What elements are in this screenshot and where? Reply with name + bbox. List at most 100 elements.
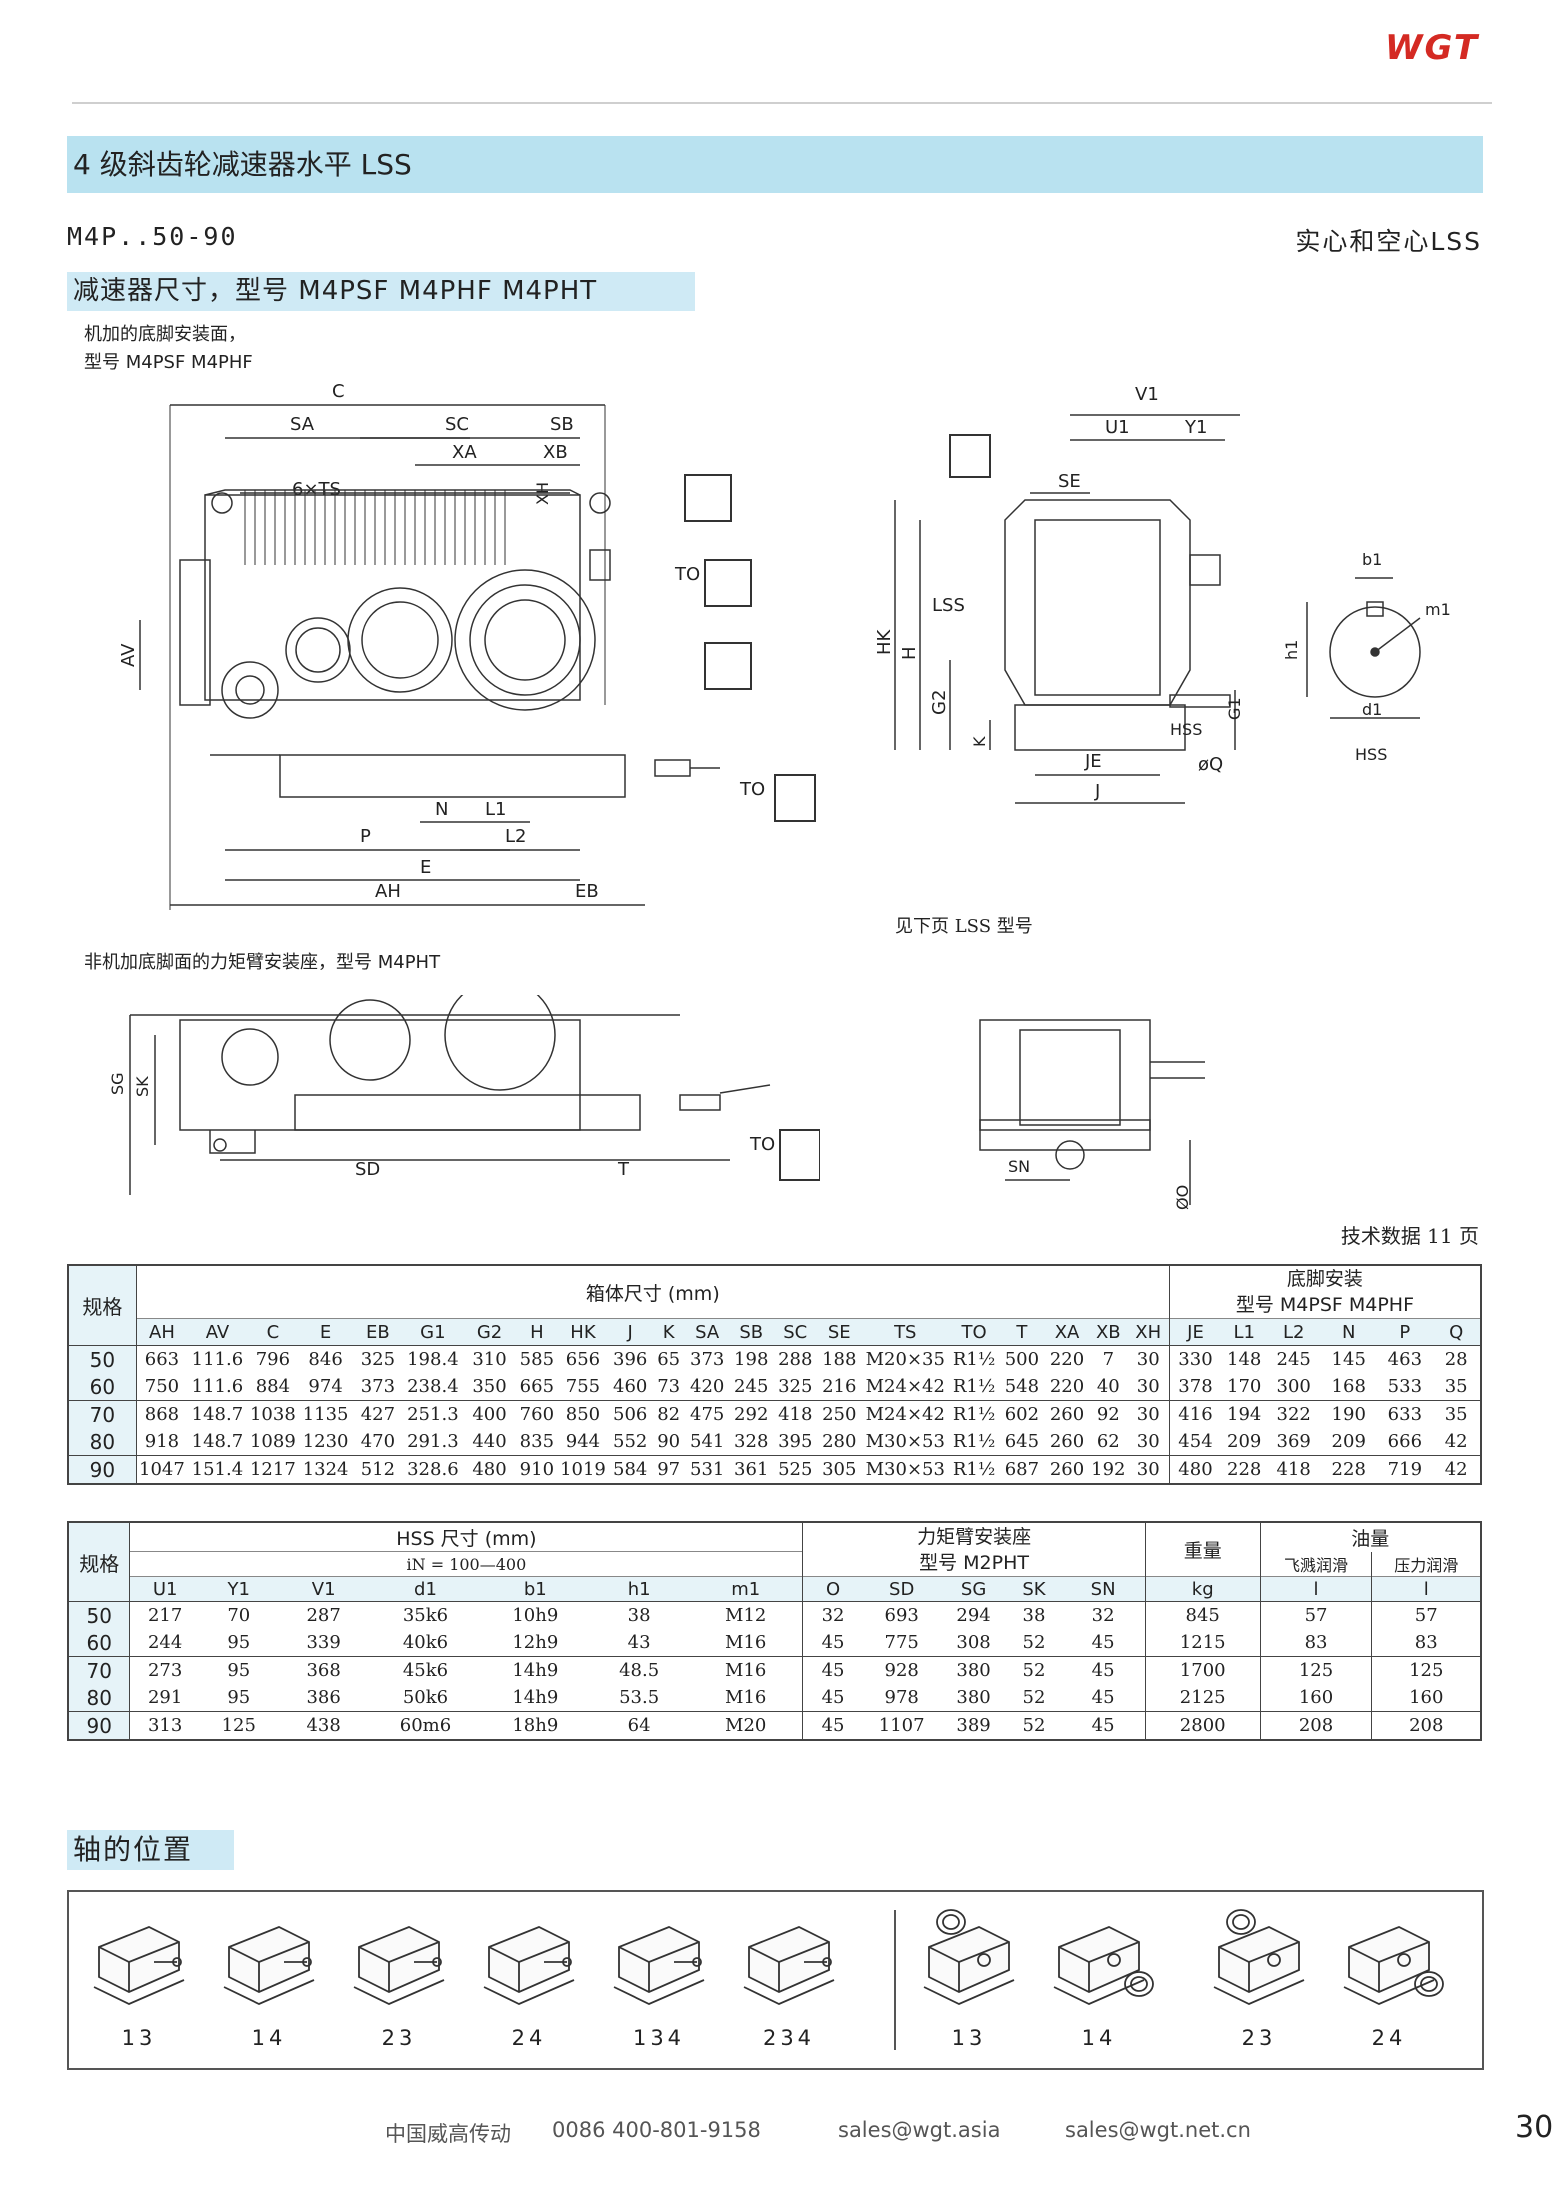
table2-spec-cell: 70 xyxy=(68,1656,131,1684)
table2-oil-splash: 飞溅润滑 xyxy=(1259,1551,1372,1577)
label-G1: G1 xyxy=(1225,697,1244,720)
hss-dimensions-table: 规格 HSS 尺寸 (mm) 力矩臂安装座 型号 M2PHT 重量 油量 iN … xyxy=(67,1521,1482,1741)
table1-col-header: E xyxy=(298,1318,354,1346)
table1-cell: 288 xyxy=(773,1345,818,1373)
label-Q: øQ xyxy=(1198,754,1223,775)
table2-cell: 45 xyxy=(1091,1715,1115,1736)
table1-cell: 944 xyxy=(557,1428,609,1456)
table1-group2-line2: 型号 M4PSF M4PHF xyxy=(1235,1294,1415,1316)
table1-cell: 209 xyxy=(1221,1428,1268,1456)
table1-spec-cell: 60 xyxy=(68,1373,137,1401)
label-EB: EB xyxy=(575,881,599,902)
footer-email-1[interactable]: sales@wgt.asia xyxy=(838,2118,1001,2142)
label-SN: SN xyxy=(1008,1157,1030,1176)
table1-cell: 190 xyxy=(1331,1404,1366,1425)
table2-cell: 978 xyxy=(862,1684,941,1712)
table1-cell: 30 xyxy=(1136,1459,1160,1480)
table1-col-header: XA xyxy=(1045,1318,1090,1346)
table1-cell: 500 xyxy=(998,1345,1046,1373)
table1-cell: 168 xyxy=(1320,1373,1378,1401)
table1-col-header: H xyxy=(515,1318,558,1346)
table2-cell: 291 xyxy=(129,1684,200,1712)
table1-cell: 361 xyxy=(734,1459,769,1480)
label-K: K xyxy=(970,736,989,747)
table1-cell: 73 xyxy=(652,1373,686,1401)
table1-cell: 470 xyxy=(353,1428,403,1456)
label-SG: SG xyxy=(108,1072,127,1095)
table2-cell: 1215 xyxy=(1144,1629,1261,1657)
table2-cell: 160 xyxy=(1371,1684,1481,1712)
shaft-position-3: 24 xyxy=(469,1892,589,2068)
table1-cell: 220 xyxy=(1045,1345,1090,1373)
gearbox-position-icon xyxy=(1213,1909,1305,2005)
table1-cell: 1217 xyxy=(249,1459,296,1480)
gearbox-position-icon xyxy=(743,1926,835,2005)
table1-cell: 480 xyxy=(472,1459,507,1480)
table2-cell: M16 xyxy=(689,1684,803,1712)
table1-cell: 170 xyxy=(1221,1373,1268,1401)
table1-col-header: SC xyxy=(773,1318,818,1346)
table1-cell: 305 xyxy=(822,1459,857,1480)
table1-cell: 373 xyxy=(685,1345,730,1373)
table1-cell: 850 xyxy=(565,1404,601,1425)
table1-col-header: JE xyxy=(1168,1318,1222,1346)
table1-col-header: TO xyxy=(949,1318,999,1346)
table2-cell: 70 xyxy=(199,1601,278,1629)
table2-cell: 52 xyxy=(1006,1629,1062,1657)
table1-col-header: SE xyxy=(817,1318,862,1346)
position-divider xyxy=(894,1910,896,2050)
table2-cell: 57 xyxy=(1259,1601,1372,1629)
label-U1: U1 xyxy=(1105,417,1130,438)
table2-oil-header: 油量 xyxy=(1259,1522,1481,1552)
table2-cell: 45k6 xyxy=(402,1660,449,1681)
table1-cell: R1½ xyxy=(952,1404,996,1425)
shaft-position-label: 14 xyxy=(1081,2026,1117,2050)
table2-cell: 1700 xyxy=(1144,1656,1261,1684)
table1-cell: 198 xyxy=(729,1345,774,1373)
shaft-position-label: 23 xyxy=(1241,2026,1277,2050)
table2-col-header: b1 xyxy=(481,1576,590,1602)
table2-cell: 53.5 xyxy=(589,1684,690,1712)
model-type: 实心和空心LSS xyxy=(1295,227,1482,256)
table1-cell: 35 xyxy=(1432,1373,1481,1401)
footer-email-2[interactable]: sales@wgt.net.cn xyxy=(1065,2118,1251,2142)
table1-cell: 188 xyxy=(817,1345,862,1373)
table1-cell: 373 xyxy=(353,1373,403,1401)
table1-cell: 325 xyxy=(353,1345,403,1373)
table1-cell: 1230 xyxy=(298,1428,354,1456)
table1-cell: 260 xyxy=(1049,1404,1085,1425)
table2-cell: 50k6 xyxy=(369,1684,482,1712)
table2-cell: 380 xyxy=(956,1660,991,1681)
label-AV: AV xyxy=(118,643,139,667)
table2-cell: 2125 xyxy=(1144,1684,1261,1712)
table2-cell: 160 xyxy=(1259,1684,1372,1712)
table2-oil-pressure: 压力润滑 xyxy=(1371,1551,1481,1577)
table2-cell: 45 xyxy=(1061,1629,1146,1657)
table1-col-header: SA xyxy=(685,1318,730,1346)
brand-logo: WGT xyxy=(1385,28,1480,68)
table1-col-header: G1 xyxy=(402,1318,464,1346)
label-TO-3: TO xyxy=(749,1134,775,1155)
table1-cell: 322 xyxy=(1276,1404,1311,1425)
table2-weight-header: 重量 xyxy=(1144,1522,1261,1577)
table1-cell: 656 xyxy=(557,1345,609,1373)
note-non-machined: 非机加底脚面的力矩臂安装座，型号 M4PHT xyxy=(84,952,441,973)
table1-cell: 585 xyxy=(515,1345,558,1373)
shaft-position-9: 24 xyxy=(1329,1892,1449,2068)
table1-col-header: J xyxy=(608,1318,653,1346)
table1-col-header: T xyxy=(998,1318,1046,1346)
table1-cell: 260 xyxy=(1049,1459,1085,1480)
label-V1: V1 xyxy=(1135,384,1159,405)
table1-cell: 198.4 xyxy=(402,1345,464,1373)
table1-cell: 228 xyxy=(1331,1459,1366,1480)
table2-spec-cell: 80 xyxy=(68,1684,131,1712)
table2-cell: 35k6 xyxy=(369,1601,482,1629)
table1-spec-cell: 90 xyxy=(68,1455,137,1484)
gearbox-position-icon xyxy=(613,1926,705,2005)
